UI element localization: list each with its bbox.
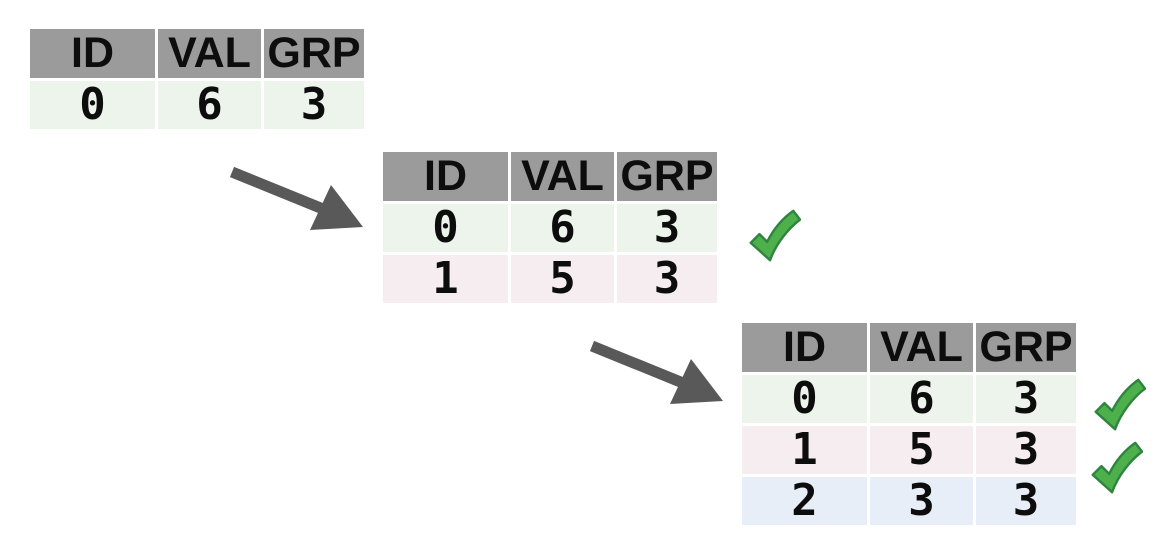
stage-3-table: ID VAL GRP 0 6 3 1 5 3 2 3 3 [739,320,1079,528]
stage-1-table: ID VAL GRP 0 6 3 [27,26,367,132]
check-icon [743,208,801,266]
cell-grp: 3 [976,375,1076,423]
cell-id: 1 [742,426,867,474]
cell-id: 0 [742,375,867,423]
check-icon [1088,377,1146,435]
header-row: ID VAL GRP [30,29,364,78]
table-row: 0 6 3 [30,81,364,129]
stage-2-table: ID VAL GRP 0 6 3 1 5 3 [380,149,720,306]
table-row: 0 6 3 [742,375,1076,423]
column-header-val: VAL [158,29,261,78]
table-row: 0 6 3 [383,204,717,252]
column-header-val: VAL [870,323,973,372]
check-icon [1085,440,1143,498]
arrow-down-right-icon [586,338,726,408]
cell-id: 0 [30,81,155,129]
arrow-down-right-icon [226,164,366,234]
cell-grp: 3 [264,81,364,129]
cell-grp: 3 [976,426,1076,474]
cell-id: 0 [383,204,508,252]
cell-val: 5 [511,255,614,303]
cell-val: 5 [870,426,973,474]
column-header-grp: GRP [617,152,717,201]
header-row: ID VAL GRP [742,323,1076,372]
column-header-grp: GRP [264,29,364,78]
cell-val: 6 [870,375,973,423]
table-row: 2 3 3 [742,477,1076,525]
cell-val: 3 [870,477,973,525]
table-row: 1 5 3 [742,426,1076,474]
cell-grp: 3 [617,255,717,303]
cell-val: 6 [158,81,261,129]
cell-id: 2 [742,477,867,525]
column-header-val: VAL [511,152,614,201]
table-row: 1 5 3 [383,255,717,303]
header-row: ID VAL GRP [383,152,717,201]
column-header-id: ID [30,29,155,78]
cell-grp: 3 [976,477,1076,525]
column-header-id: ID [383,152,508,201]
cell-val: 6 [511,204,614,252]
column-header-id: ID [742,323,867,372]
cell-id: 1 [383,255,508,303]
cell-grp: 3 [617,204,717,252]
column-header-grp: GRP [976,323,1076,372]
